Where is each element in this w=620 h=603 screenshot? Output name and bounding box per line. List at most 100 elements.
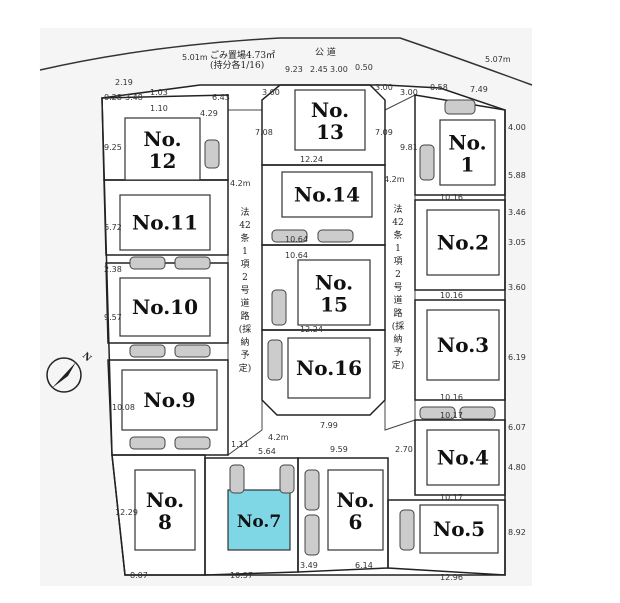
lot-2-label: No.2 bbox=[437, 231, 489, 255]
dimension-label: 4.00 bbox=[508, 123, 526, 132]
lot-7-house[interactable] bbox=[227, 489, 291, 551]
road-width-bottom: 4.2m bbox=[268, 433, 289, 442]
lot-11-house[interactable] bbox=[119, 194, 211, 251]
dimension-label: 7.99 bbox=[320, 421, 338, 430]
dimension-label: 1.03 bbox=[150, 88, 168, 97]
road-label-char: 道 bbox=[393, 294, 402, 306]
parking-car-icon bbox=[419, 144, 435, 181]
lot-16-house[interactable] bbox=[287, 337, 371, 399]
dimension-label: 6.72 bbox=[104, 223, 122, 232]
lot-4-house[interactable] bbox=[426, 429, 500, 486]
road-label-char: 路 bbox=[240, 310, 249, 322]
public-road-edge bbox=[39, 37, 533, 86]
road-label-char: 42 bbox=[239, 221, 250, 231]
parking-car-icon bbox=[304, 469, 320, 511]
parking-car-icon bbox=[271, 289, 287, 326]
road-label-char: 定) bbox=[392, 359, 405, 371]
dimension-label: 10.08 bbox=[112, 403, 135, 412]
road-width-left: 4.2m bbox=[230, 179, 251, 188]
lot-5-house[interactable] bbox=[419, 504, 499, 554]
lot-15-number: 15 bbox=[320, 293, 348, 317]
lot-12-house[interactable] bbox=[124, 117, 201, 181]
dimension-label: 12.24 bbox=[300, 325, 323, 334]
public-road-label: 公 道 bbox=[315, 46, 336, 58]
lot-9-house[interactable] bbox=[121, 369, 218, 431]
lot-13-label: No. bbox=[311, 98, 349, 122]
dimension-label: 8.92 bbox=[508, 528, 526, 537]
road-label-char: 号 bbox=[393, 282, 402, 293]
road-label-char: 42 bbox=[392, 218, 403, 228]
dimension-label: 9.59 bbox=[330, 445, 348, 454]
road-label-char: 予 bbox=[240, 350, 249, 361]
dimension-label: 2.70 bbox=[395, 445, 413, 454]
lot-16-boundary[interactable] bbox=[261, 329, 386, 416]
lot-5-boundary[interactable] bbox=[387, 499, 506, 576]
lot-8-number: 8 bbox=[158, 510, 172, 534]
lot-1-house[interactable] bbox=[439, 119, 496, 186]
lot-14-house[interactable] bbox=[281, 171, 373, 218]
parking-car-icon bbox=[229, 464, 245, 494]
road-label-char: 道 bbox=[240, 297, 249, 309]
dimension-label: 10.16 bbox=[440, 193, 463, 202]
lot-2-house[interactable] bbox=[426, 209, 500, 276]
parking-car-icon bbox=[271, 229, 308, 243]
road-label-char: 条 bbox=[240, 232, 249, 244]
lot-2-boundary[interactable] bbox=[414, 199, 506, 291]
dimension-label: 1.11 bbox=[231, 440, 249, 449]
lot-13-house[interactable] bbox=[294, 89, 366, 151]
parking-car-icon bbox=[129, 256, 166, 270]
lot-9-boundary[interactable] bbox=[107, 359, 229, 456]
dimension-label: 12.96 bbox=[440, 573, 463, 582]
dimension-label: 3.00 bbox=[400, 88, 418, 97]
road-label-char: 号 bbox=[240, 285, 249, 296]
lot-10-house[interactable] bbox=[119, 277, 211, 337]
dimension-label: 9.81 bbox=[400, 143, 418, 152]
road-label-char: 納 bbox=[240, 336, 249, 348]
lot-8-house[interactable] bbox=[134, 469, 196, 551]
dimension-label: 5.07m bbox=[485, 55, 511, 64]
lot-4-boundary[interactable] bbox=[414, 419, 506, 496]
lot-6-label: No. bbox=[336, 488, 374, 512]
parking-car-icon bbox=[129, 344, 166, 358]
lot-6-house[interactable] bbox=[327, 469, 384, 551]
dimension-label: 7.09 bbox=[375, 128, 393, 137]
dimension-label: 10.64 bbox=[285, 235, 308, 244]
road-label-char: (採 bbox=[239, 323, 252, 335]
dimension-label: 2.19 bbox=[115, 78, 133, 87]
dimension-label: 0.28 bbox=[104, 93, 122, 102]
dimension-label: 5.88 bbox=[508, 171, 526, 180]
dimension-label: 5.64 bbox=[258, 447, 276, 456]
lot-3-boundary[interactable] bbox=[414, 299, 506, 401]
parking-car-icon bbox=[174, 344, 211, 358]
north-arrow-icon: N bbox=[46, 351, 93, 393]
parking-car-icon bbox=[174, 436, 211, 450]
road-label-char: 法 bbox=[393, 203, 402, 215]
dimension-label: 8.07 bbox=[130, 571, 148, 580]
dimension-label: 6.14 bbox=[355, 561, 373, 570]
lot-4-label: No.4 bbox=[437, 446, 489, 470]
dimension-label: 3.48 bbox=[125, 93, 143, 102]
parking-car-icon bbox=[419, 406, 456, 420]
road-label-char: 項 bbox=[393, 256, 402, 267]
road-label-char: 項 bbox=[240, 259, 249, 270]
road-label-char: 1 bbox=[242, 247, 248, 257]
lot-3-house[interactable] bbox=[426, 309, 500, 381]
dimension-label: 12.29 bbox=[115, 508, 138, 517]
parking-car-icon bbox=[129, 436, 166, 450]
dimension-label: 9.25 bbox=[104, 143, 122, 152]
road-label-char: 1 bbox=[395, 244, 401, 254]
dimension-label: 10.16 bbox=[440, 393, 463, 402]
dimension-label: 12.24 bbox=[300, 155, 323, 164]
road-label-char: 法 bbox=[240, 206, 249, 218]
garbage-area-label: ごみ置場4.73㎡ bbox=[210, 49, 275, 61]
lot-15-house[interactable] bbox=[297, 259, 371, 326]
dimension-label: 3.46 bbox=[508, 208, 526, 217]
parking-car-icon bbox=[279, 464, 295, 494]
parking-car-icon bbox=[317, 229, 354, 243]
lot-14-label: No.14 bbox=[294, 183, 360, 207]
parking-car-icon bbox=[459, 406, 496, 420]
dimension-label: 3.00 bbox=[375, 83, 393, 92]
dimension-label: 3.60 bbox=[508, 283, 526, 292]
